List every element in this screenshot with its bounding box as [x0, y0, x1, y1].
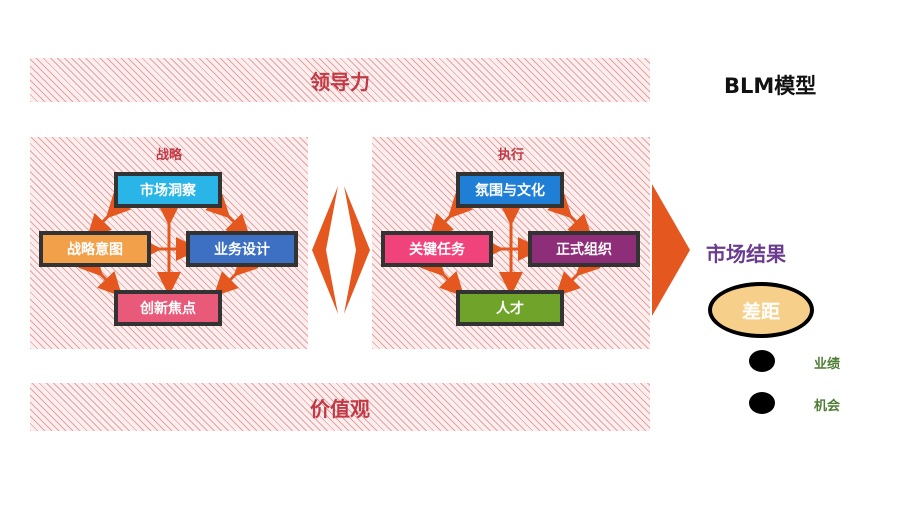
execution-arrow-tr: [547, 193, 593, 239]
gap-ellipse: 差距: [708, 282, 814, 338]
execution-arrow-bl: [420, 251, 465, 297]
node-label: 战略意图: [67, 242, 123, 258]
execution-arrow-tl: [428, 193, 473, 239]
strategy-arrow-br: [213, 251, 259, 297]
model-title: BLM模型: [724, 74, 817, 98]
opportunity-dot: [749, 392, 775, 414]
left-chevron: [312, 186, 338, 314]
node-label: 创新焦点: [140, 301, 196, 317]
gap-label: 差距: [741, 300, 780, 323]
node-market-insight: 市场洞察: [114, 172, 222, 208]
node-formal-organization: 正式组织: [528, 231, 640, 267]
node-label: 正式组织: [556, 242, 612, 258]
node-label: 市场洞察: [140, 183, 196, 199]
strategy-arrow-tl: [86, 193, 131, 239]
output-arrow: [652, 184, 690, 316]
values-band: 价值观: [30, 383, 650, 431]
node-strategic-intent: 战略意图: [39, 231, 151, 267]
right-chevron: [344, 186, 370, 314]
node-business-design: 业务设计: [186, 231, 298, 267]
node-talent: 人才: [456, 290, 564, 326]
execution-arrow-br: [555, 251, 601, 297]
node-innovation-focus: 创新焦点: [114, 290, 222, 326]
strategy-arrow-tr: [205, 193, 251, 239]
performance-label: 业绩: [814, 357, 841, 372]
market-results-title: 市场结果: [706, 242, 786, 266]
node-climate-culture: 氛围与文化: [456, 172, 564, 208]
strategy-arrow-bl: [78, 251, 123, 297]
node-label: 氛围与文化: [475, 183, 545, 199]
leadership-label: 领导力: [310, 69, 370, 94]
leadership-band: 领导力: [30, 58, 650, 102]
execution-title: 执行: [497, 148, 524, 163]
node-label: 关键任务: [409, 242, 465, 258]
performance-dot: [749, 350, 775, 372]
node-label: 业务设计: [214, 242, 270, 258]
opportunity-label: 机会: [814, 399, 841, 414]
node-label: 人才: [496, 301, 524, 317]
node-critical-tasks: 关键任务: [381, 231, 493, 267]
values-label: 价值观: [310, 396, 370, 421]
strategy-title: 战略: [155, 148, 182, 163]
